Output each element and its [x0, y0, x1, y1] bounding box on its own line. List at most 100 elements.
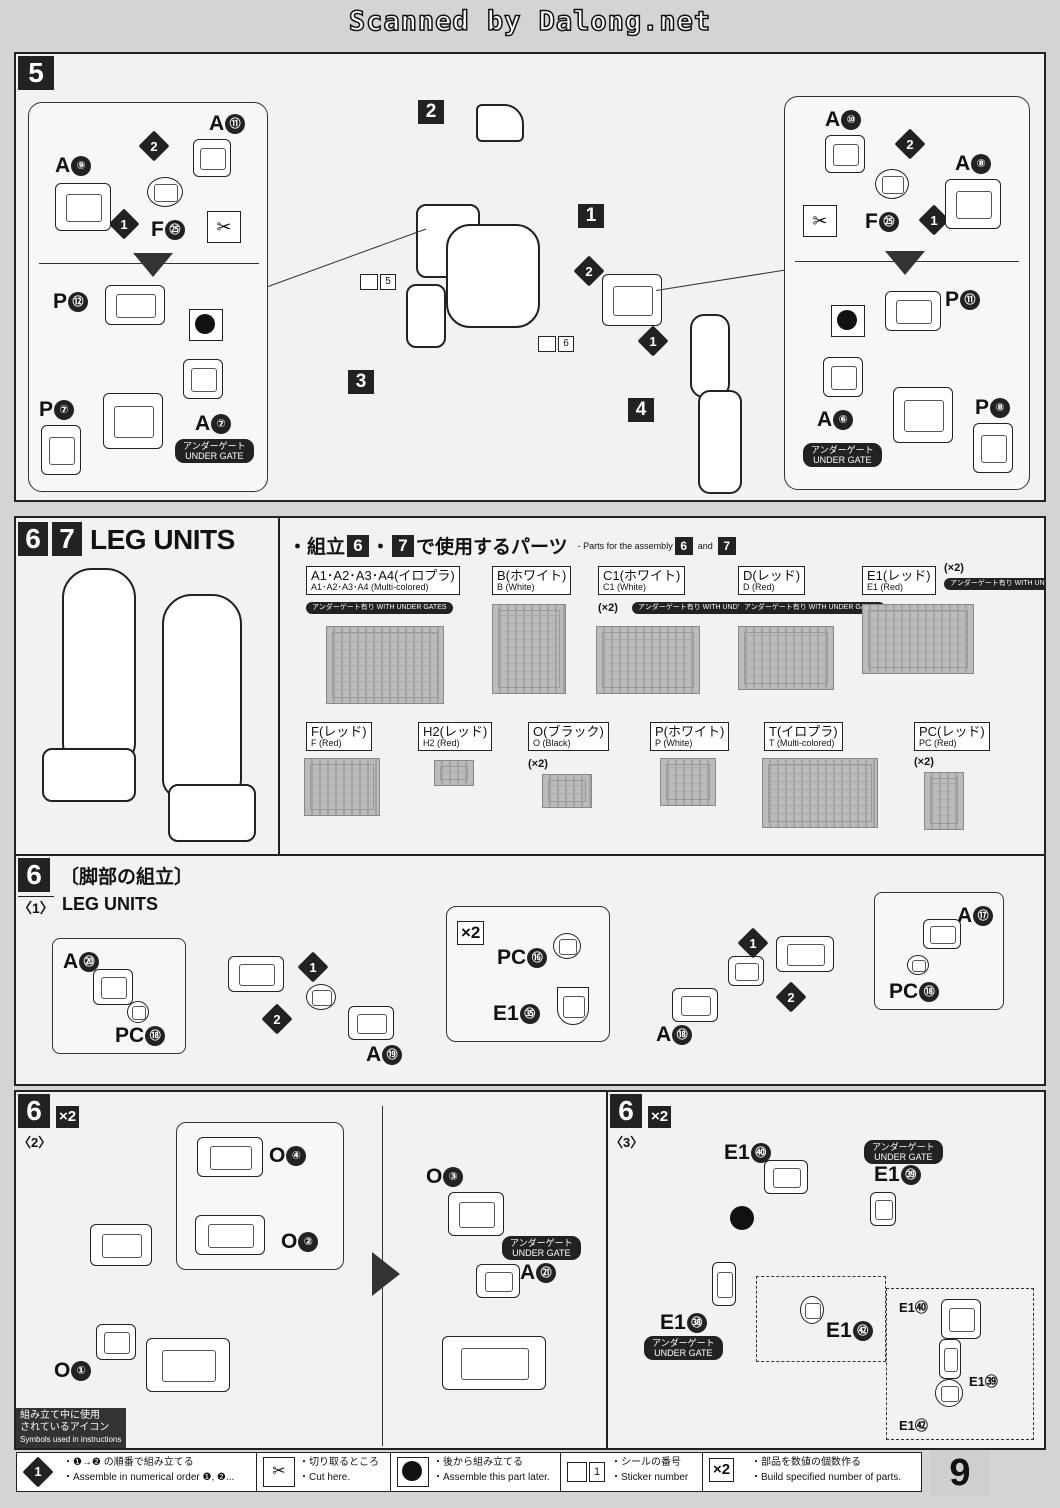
cut-icon: ✂	[803, 205, 837, 237]
part-shape	[870, 1192, 896, 1226]
callout-number: 2	[418, 100, 444, 124]
order-number-icon: 1	[27, 1461, 49, 1483]
order-marker: 1	[742, 932, 764, 954]
cut-icon: ✂	[263, 1457, 295, 1487]
order-marker: 2	[899, 133, 921, 155]
runner-label: O(ブラック)O (Black)	[528, 722, 609, 751]
runner-label: H2(レッド)H2 (Red)	[418, 722, 493, 751]
part-shape	[776, 936, 834, 972]
order-marker: 2	[143, 135, 165, 157]
part-shape	[923, 919, 961, 949]
part-shape	[228, 956, 284, 992]
runner-label: C1(ホワイト)C1 (White)	[598, 566, 686, 595]
runner-label: T(イロプラ)T (Multi-colored)	[764, 722, 843, 751]
runner-sprue	[542, 774, 592, 808]
multiplier: (×2)	[944, 562, 964, 574]
runner-sprue	[862, 604, 974, 674]
assemble-later-icon	[831, 305, 865, 337]
part-shape	[672, 988, 718, 1022]
order-marker: 1	[113, 213, 135, 235]
order-marker: 2	[780, 986, 802, 1008]
part-shape	[875, 169, 909, 199]
runner-sprue	[924, 772, 964, 830]
runner-label: P(ホワイト)P (White)	[650, 722, 730, 751]
part-shape	[348, 1006, 394, 1040]
parts-heading: ・組立 6 ・ 7 で使用するパーツ - Parts for the assem…	[288, 532, 736, 559]
part-shape	[800, 1296, 824, 1324]
callout-number: 4	[628, 398, 654, 422]
part-shape	[557, 987, 589, 1025]
part-shape	[96, 1324, 136, 1360]
part-shape	[55, 183, 111, 231]
part-shape	[764, 1160, 808, 1194]
step-number: 6	[610, 1094, 642, 1128]
part-shape	[941, 1299, 981, 1339]
shoulder-part	[602, 274, 662, 326]
runner-label: D(レッド)D (Red)	[738, 566, 806, 595]
multiplier-badge: ×2	[648, 1106, 672, 1128]
order-marker: 2	[266, 1008, 288, 1030]
torso-assembly	[406, 184, 556, 348]
runner-sprue	[326, 626, 444, 704]
under-gate-tag: アンダーゲート有り WITH UNDER GATES	[944, 578, 1044, 590]
step-number: 6	[18, 1094, 50, 1128]
multiplier-badge: ×2	[457, 921, 485, 945]
part-shape	[939, 1339, 961, 1379]
runner-sprue	[762, 758, 878, 828]
part-shape	[41, 425, 81, 475]
part-shape	[973, 423, 1013, 473]
runner-sprue	[596, 626, 700, 694]
part-shape	[935, 1379, 963, 1407]
part-shape	[885, 291, 941, 331]
sticker-icon	[567, 1462, 587, 1482]
symbols-legend: 1 ・❶→❷ の順番で組み立てる ・Assemble in numerical …	[16, 1452, 922, 1492]
part-shape	[306, 984, 336, 1010]
step-number: 7	[52, 522, 82, 556]
assemble-later-icon	[397, 1457, 429, 1487]
cut-icon: ✂	[207, 211, 241, 243]
substep-label: 〈2〉	[18, 1135, 52, 1150]
step-number: 5	[18, 56, 54, 90]
sticker-icon: 6	[538, 336, 574, 352]
part-shape	[93, 969, 133, 1005]
runner-label: A1･A2･A3･A4(イロプラ)A1･A2･A3･A4 (Multi-colo…	[306, 566, 460, 595]
runner-sprue	[660, 758, 716, 806]
part-shape	[195, 1215, 265, 1255]
callout-number: 1	[578, 204, 604, 228]
legend-sticker: 1 ・シールの番号 ・Sticker number	[561, 1453, 703, 1491]
part-shape	[825, 135, 865, 173]
part-shape	[945, 179, 1001, 229]
step-number: 6	[18, 858, 50, 892]
step-number: 6	[18, 522, 48, 556]
